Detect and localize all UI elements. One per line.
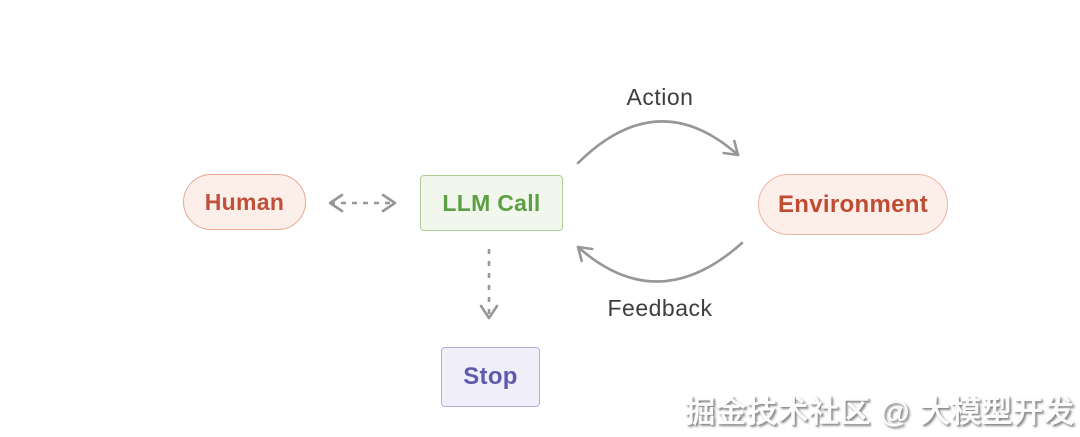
- node-environment: Environment: [758, 174, 948, 235]
- feedback-arrow: [576, 241, 744, 283]
- node-stop-label: Stop: [463, 363, 518, 390]
- node-llm-call: LLM Call: [420, 175, 563, 231]
- node-human-label: Human: [204, 188, 285, 215]
- feedback-edge-label: Feedback: [607, 295, 713, 321]
- node-environment-label: Environment: [778, 190, 928, 218]
- node-stop: Stop: [441, 347, 540, 407]
- watermark-text: 掘金技术社区 @ 大模型开发: [685, 396, 1075, 429]
- node-human: Human: [183, 174, 306, 230]
- action-arrow: [576, 120, 740, 165]
- action-edge-label: Action: [626, 84, 694, 110]
- node-llm-call-label: LLM Call: [442, 189, 541, 216]
